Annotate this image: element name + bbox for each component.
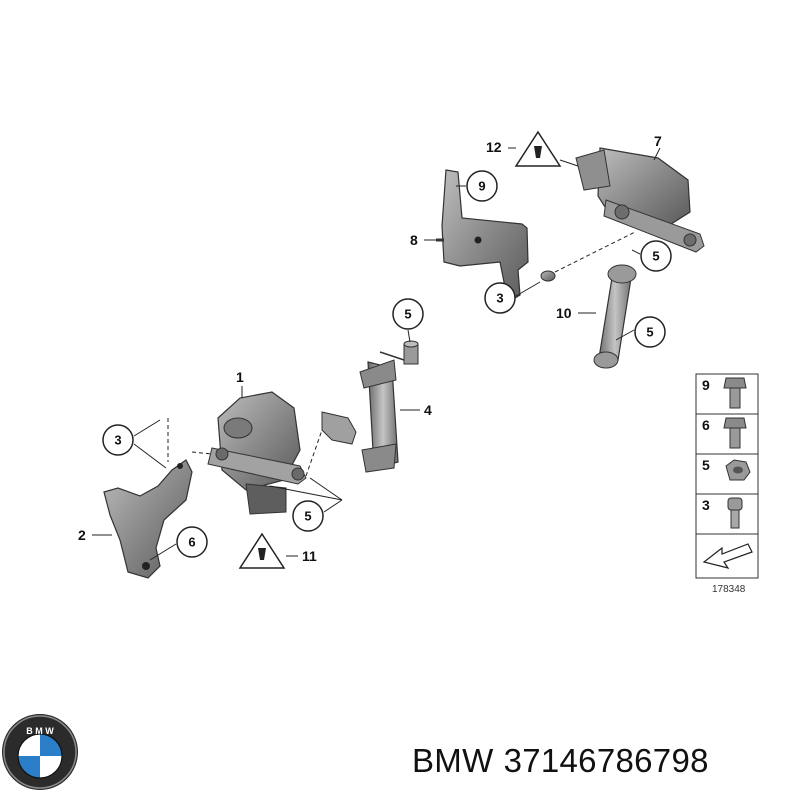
brand-name: BMW [412, 742, 494, 779]
legend-row-9: 9 [702, 377, 747, 409]
callout-6: 6 [149, 526, 208, 561]
callout-5-sensor7: 5 [631, 240, 672, 272]
callout-8: 8 [410, 232, 436, 248]
callout-4: 4 [400, 402, 432, 418]
bracket-8 [436, 169, 529, 303]
svg-text:6: 6 [702, 417, 710, 433]
socket-screw-icon [727, 497, 743, 529]
part-number: 37146786798 [503, 742, 709, 779]
svg-text:2: 2 [78, 527, 86, 543]
screw-3-upper [540, 231, 636, 282]
callout-5-rod10: 5 [615, 316, 666, 348]
svg-text:5: 5 [304, 509, 311, 524]
svg-text:5: 5 [702, 457, 710, 473]
svg-text:12: 12 [486, 139, 502, 155]
svg-text:4: 4 [424, 402, 432, 418]
legend-arrow-icon [702, 543, 753, 569]
legend-table: 9 6 5 3 [695, 373, 759, 595]
legend-row-6: 6 [702, 417, 747, 449]
svg-text:7: 7 [654, 133, 662, 149]
bracket-2 [103, 418, 193, 579]
callout-10: 10 [556, 305, 596, 321]
callout-1: 1 [236, 369, 244, 398]
svg-text:9: 9 [478, 179, 485, 194]
svg-text:5: 5 [652, 249, 659, 264]
rod-10 [593, 264, 637, 369]
svg-text:11: 11 [302, 548, 317, 564]
callout-7: 7 [653, 133, 662, 161]
svg-text:3: 3 [114, 433, 121, 448]
callout-5-lower: 5 [269, 477, 343, 532]
svg-text:6: 6 [188, 535, 195, 550]
bmw-roundel-icon: B M W [2, 714, 78, 790]
callout-9: 9 [456, 170, 498, 202]
nut-icon [725, 459, 751, 481]
connector-icon [258, 548, 266, 560]
callout-3-lower: 3 [102, 419, 167, 469]
rod-4 [321, 340, 419, 473]
bolt-icon [723, 377, 747, 409]
callout-12: 12 [486, 130, 579, 167]
svg-text:1: 1 [236, 369, 244, 385]
connector-icon [534, 146, 542, 158]
svg-text:3: 3 [702, 497, 710, 513]
svg-text:5: 5 [646, 325, 653, 340]
legend-row-3: 3 [702, 497, 743, 529]
svg-text:5: 5 [404, 307, 411, 322]
svg-text:B M W: B M W [26, 726, 54, 736]
svg-text:9: 9 [702, 377, 710, 393]
svg-text:3: 3 [496, 291, 503, 306]
sensor-1 [191, 391, 323, 515]
legend-reference: 178348 [712, 584, 746, 595]
callout-3-upper: 3 [484, 281, 541, 314]
sensor-7 [575, 147, 705, 253]
callout-5-top: 5 [392, 298, 424, 343]
bolt-icon [723, 417, 747, 449]
callout-2: 2 [78, 527, 112, 543]
svg-text:10: 10 [556, 305, 572, 321]
svg-text:8: 8 [410, 232, 418, 248]
legend-row-5: 5 [702, 457, 751, 481]
callout-11: 11 [238, 532, 317, 569]
